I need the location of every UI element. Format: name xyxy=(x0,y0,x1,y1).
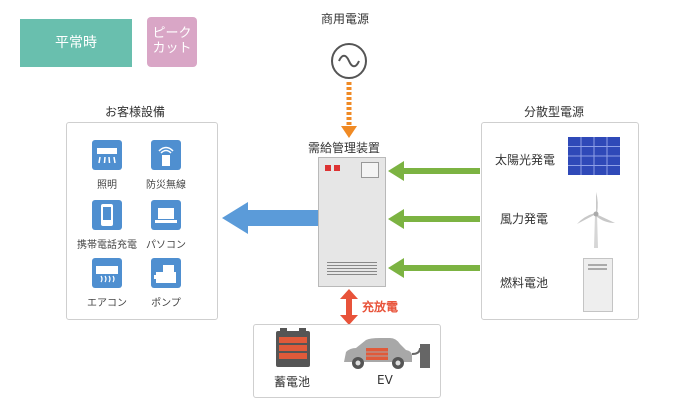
peak-cut-button[interactable]: ピーク カット xyxy=(147,17,197,67)
customer-item-label: 防災無線 xyxy=(146,180,186,191)
laptop-icon xyxy=(151,200,181,230)
charge-discharge-arrow xyxy=(340,289,358,325)
fuelcell-to-controller-arrow xyxy=(388,258,480,278)
aircon-icon xyxy=(92,258,122,288)
source-label: 太陽光発電 xyxy=(495,153,556,167)
customer-item-label: 照明 xyxy=(97,180,117,191)
grid-label: 商用電源 xyxy=(321,12,370,26)
charge-label: 充放電 xyxy=(362,300,399,314)
grid-to-controller-arrow xyxy=(341,82,357,138)
peak-cut-label: ピーク カット xyxy=(152,26,192,56)
customer-item-label: パソコン xyxy=(146,240,186,251)
ac-source-icon xyxy=(331,43,367,79)
battery-label: 蓄電池 xyxy=(274,375,311,389)
display-panel xyxy=(361,162,379,178)
battery-icon xyxy=(276,328,310,367)
normal-mode-label: 平常時 xyxy=(55,34,97,51)
controller-label: 需給管理装置 xyxy=(308,141,381,155)
customer-title: お客様設備 xyxy=(105,105,166,119)
ev-label: EV xyxy=(377,373,393,387)
light-icon xyxy=(92,140,122,170)
indicator-light xyxy=(325,165,331,171)
source-label: 燃料電池 xyxy=(500,276,549,290)
customer-equipment-panel xyxy=(66,122,218,320)
wind-turbine-icon xyxy=(577,192,615,248)
controller-to-customer-arrow xyxy=(222,202,318,234)
controller-cabinet xyxy=(318,157,386,287)
source-label: 風力発電 xyxy=(500,212,549,226)
pump-icon xyxy=(151,258,181,288)
wind-to-controller-arrow xyxy=(388,209,480,229)
customer-item-label: ポンプ xyxy=(151,298,181,309)
indicator-light xyxy=(334,165,340,171)
distributed-title: 分散型電源 xyxy=(524,105,585,119)
phone-icon xyxy=(92,200,122,230)
customer-item-label: 携帯電話充電 xyxy=(77,240,137,251)
radio-icon xyxy=(151,140,181,170)
normal-mode-button[interactable]: 平常時 xyxy=(20,19,132,67)
fuel-cell-icon xyxy=(583,258,613,312)
vent-lines xyxy=(327,262,377,276)
solar-to-controller-arrow xyxy=(388,161,480,181)
solar-panel-icon xyxy=(568,137,620,175)
customer-item-label: エアコン xyxy=(87,298,127,309)
ev-icon xyxy=(344,338,430,369)
